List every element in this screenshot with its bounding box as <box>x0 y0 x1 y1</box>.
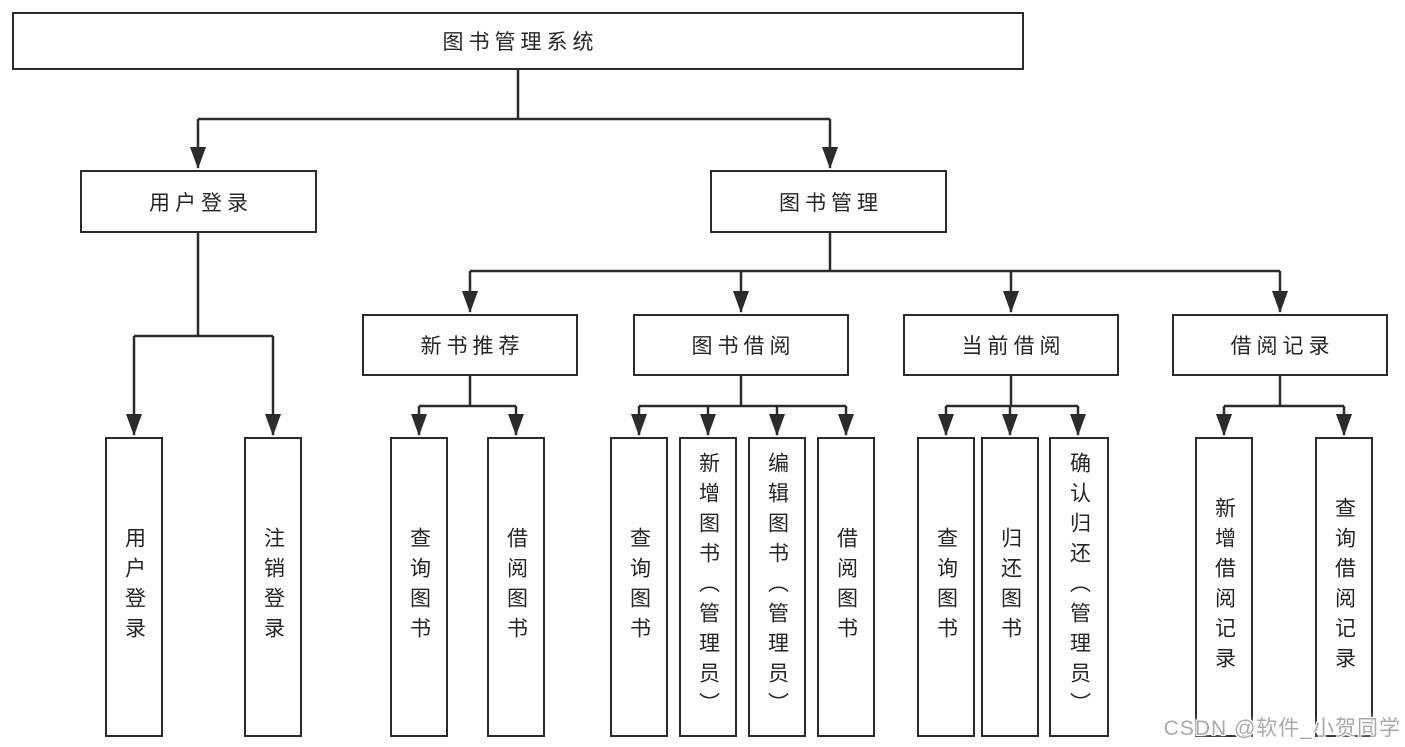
leaf-query-books-recommend: 查询图书 <box>390 437 448 737</box>
leaf-confirm-return-admin: 确认归还（管理员） <box>1049 437 1109 737</box>
leaf-logout-login: 注销登录 <box>244 437 302 737</box>
leaf-return-books: 归还图书 <box>981 437 1039 737</box>
leaf-user-login: 用户登录 <box>105 437 163 737</box>
leaf-add-borrow-record: 新增借阅记录 <box>1195 437 1253 737</box>
node-library-management-system: 图书管理系统 <box>12 12 1024 70</box>
leaf-add-books-admin: 新增图书（管理员） <box>679 437 737 737</box>
leaf-query-books-current: 查询图书 <box>917 437 975 737</box>
node-borrow-records: 借阅记录 <box>1172 314 1388 376</box>
csdn-watermark: CSDN @软件_小贺同学 <box>1163 717 1401 740</box>
node-new-book-recommend: 新书推荐 <box>362 314 578 376</box>
node-current-borrow: 当前借阅 <box>903 314 1119 376</box>
leaf-query-books-borrow: 查询图书 <box>610 437 668 737</box>
node-book-management: 图书管理 <box>710 170 947 233</box>
node-user-login: 用户登录 <box>80 170 317 233</box>
leaf-query-borrow-record: 查询借阅记录 <box>1315 437 1373 737</box>
leaf-borrow-books-recommend: 借阅图书 <box>487 437 545 737</box>
node-book-borrow: 图书借阅 <box>633 314 849 376</box>
leaf-edit-books-admin: 编辑图书（管理员） <box>748 437 806 737</box>
leaf-borrow-books: 借阅图书 <box>817 437 875 737</box>
